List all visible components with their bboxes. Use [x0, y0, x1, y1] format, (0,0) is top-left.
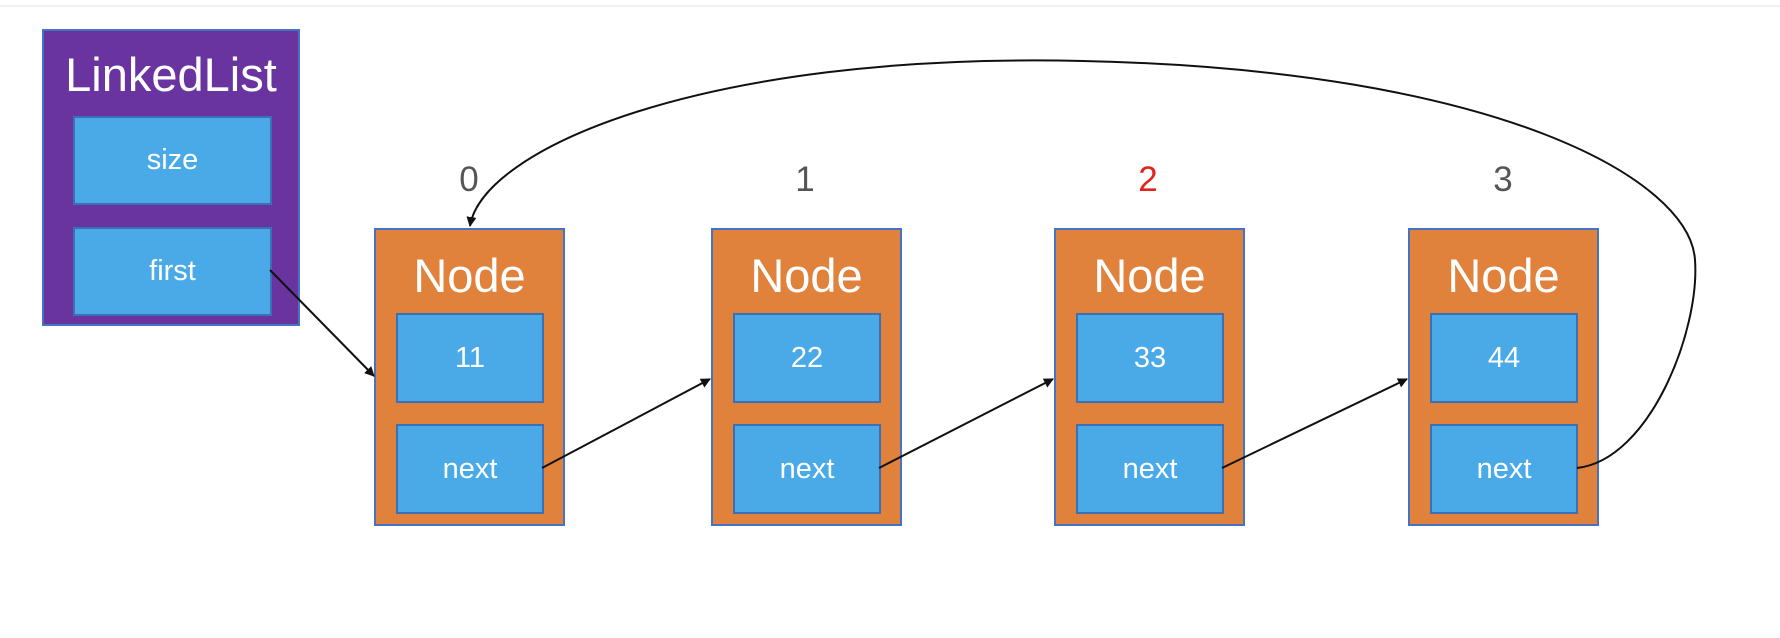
arrow-node-3-to-node-0 — [466, 59, 1697, 469]
node-next-field: next — [733, 424, 881, 514]
linkedlist-first-field: first — [73, 227, 272, 316]
node-value-field: 22 — [733, 313, 881, 403]
node-3: Node 44 next — [1408, 228, 1599, 526]
linkedlist-title: LinkedList — [65, 48, 277, 101]
node-title: Node — [413, 249, 526, 302]
node-next-field: next — [1430, 424, 1578, 514]
top-divider — [0, 5, 1780, 7]
node-title: Node — [1093, 249, 1206, 302]
node-index-2: 2 — [1138, 160, 1158, 199]
node-next-field: next — [1076, 424, 1224, 514]
arrow-first-to-node-0 — [269, 269, 375, 377]
node-value-field: 44 — [1430, 313, 1578, 403]
node-index-3: 3 — [1493, 160, 1513, 199]
node-next-field: next — [396, 424, 544, 514]
arrow-node-0-to-node-1 — [541, 378, 711, 469]
node-title: Node — [1447, 249, 1560, 302]
node-2: Node 33 next — [1054, 228, 1245, 526]
arrow-node-1-to-node-2 — [878, 378, 1054, 469]
node-title: Node — [750, 249, 863, 302]
node-index-0: 0 — [459, 160, 479, 199]
node-1: Node 22 next — [711, 228, 902, 526]
arrow-node-2-to-node-3 — [1221, 378, 1408, 469]
node-value-field: 33 — [1076, 313, 1224, 403]
node-value-field: 11 — [396, 313, 544, 403]
node-0: Node 11 next — [374, 228, 565, 526]
linkedlist-object: LinkedList size first — [42, 29, 300, 326]
linkedlist-size-field: size — [73, 116, 272, 205]
node-index-1: 1 — [795, 160, 815, 199]
